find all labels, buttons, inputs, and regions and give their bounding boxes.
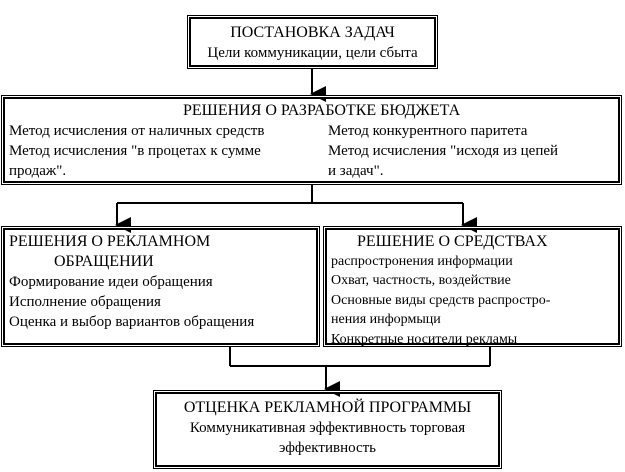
evaluation-title: ОТЦЕНКА РЕКЛАМНОЙ ПРОГРАММЫ <box>183 399 472 416</box>
budget-item: Метод исчисления "в процетах к сумме <box>9 143 261 159</box>
message-item: Оценка и выбор вариантов обращения <box>9 314 255 330</box>
budget-item: Метод исчисления "исходя из цепей <box>328 143 559 159</box>
media-box: РЕШЕНИЕ О СРЕДСТВАХ распростронения инфо… <box>325 228 620 347</box>
budget-left-column: Метод исчисления от наличных средств Мет… <box>9 121 264 181</box>
media-item: Конкретные носители рекламы <box>331 331 518 347</box>
evaluation-line-2: эффективность <box>278 440 377 456</box>
budget-item: Метод конкурентного паритета <box>328 123 528 139</box>
media-item: Охват, частность, воздействие <box>331 273 511 288</box>
media-item: Основные виды средств распростро- <box>331 292 551 308</box>
message-title-2: ОБРАЩЕНИИ <box>54 253 154 270</box>
message-box: РЕШЕНИЯ О РЕКЛАМНОМ ОБРАЩЕНИИ Формирован… <box>3 228 318 345</box>
media-title: РЕШЕНИЕ О СРЕДСТВАХ <box>357 233 548 250</box>
evaluation-line: Коммуникативная эффективность торговая <box>189 420 466 436</box>
message-title: РЕШЕНИЯ О РЕКЛАМНОМ <box>9 233 211 250</box>
budget-box: РЕШЕНИЯ О РАЗРАБОТКЕ БЮДЖЕТА Метод исчис… <box>3 97 620 183</box>
goals-title: ПОСТАНОВКА ЗАДАЧ <box>230 24 395 41</box>
media-item: нения информыци <box>331 312 441 327</box>
media-item: распростронения информации <box>331 253 513 269</box>
budget-item: продаж". <box>9 163 67 179</box>
budget-item: Метод исчисления от наличных средств <box>9 123 265 139</box>
message-item: Исполнение обращения <box>9 294 161 310</box>
budget-item: и задач". <box>328 163 384 179</box>
goals-line: Цели коммуникации, цели сбыта <box>207 45 418 61</box>
budget-right-column: Метод конкурентного паритета Метод исчис… <box>328 121 558 181</box>
evaluation-box: ОТЦЕНКА РЕКЛАМНОЙ ПРОГРАММЫ Коммуникатив… <box>155 392 500 467</box>
message-item: Формирование идеи обращения <box>9 274 213 290</box>
budget-title: РЕШЕНИЯ О РАЗРАБОТКЕ БЮДЖЕТА <box>183 102 461 119</box>
goals-box: ПОСТАНОВКА ЗАДАЧ Цели коммуникации, цели… <box>189 17 436 67</box>
